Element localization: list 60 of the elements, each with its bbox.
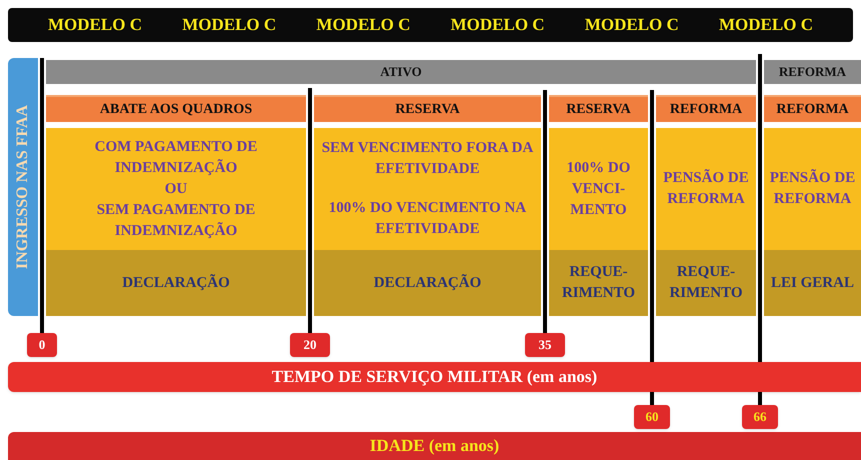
condition-text: 100% DO VENCIMENTO NA EFETIVIDADE <box>328 199 528 239</box>
header-label: RESERVA <box>395 101 460 119</box>
tick-value: 60 <box>646 408 658 426</box>
tick-value: 66 <box>754 408 766 426</box>
condition-cell <box>314 128 541 250</box>
column-header <box>314 95 541 122</box>
banner-label: MODELO C <box>48 14 142 36</box>
procedure-cell <box>314 250 541 316</box>
entry-band <box>8 58 38 316</box>
band-label: REFORMA <box>778 63 846 82</box>
condition-cell <box>549 128 648 250</box>
column-header <box>656 95 756 122</box>
header-label: RESERVA <box>566 101 631 119</box>
banner-label: MODELO C <box>182 14 276 36</box>
tick-badge <box>634 405 670 429</box>
condition-cell <box>656 128 756 250</box>
condition-text: OU <box>164 180 188 198</box>
procedure-text: REQUE- RIMENTO <box>668 263 744 303</box>
banner-label: MODELO C <box>719 14 813 36</box>
procedure-text: LEI GERAL <box>771 274 854 292</box>
column-header <box>46 95 306 122</box>
banner-label: MODELO C <box>450 14 545 36</box>
title-banner <box>8 8 853 42</box>
tick-value: 0 <box>38 336 46 354</box>
header-label: REFORMA <box>776 101 849 119</box>
column-header <box>549 95 648 122</box>
tick-value: 20 <box>304 336 316 354</box>
condition-text: 100% DO VENCI- MENTO <box>566 158 632 220</box>
axis-label: TEMPO DE SERVIÇO MILITAR (em anos) <box>272 366 598 388</box>
procedure-text: DECLARAÇÃO <box>122 273 230 292</box>
header-label: REFORMA <box>670 101 742 119</box>
header-label: ABATE AOS QUADROS <box>100 101 252 119</box>
procedure-cell <box>656 250 756 316</box>
phase-band <box>764 60 861 84</box>
condition-cell <box>46 128 306 250</box>
condition-text: SEM PAGAMENTO DE INDEMNIZAÇÃO <box>96 200 256 240</box>
tick-badge <box>27 333 57 357</box>
condition-text: PENSÃO DE REFORMA <box>662 168 750 209</box>
band-label: ATIVO <box>380 63 422 82</box>
condition-cell <box>764 128 861 250</box>
timeline-bar <box>8 362 861 392</box>
tick-badge <box>290 333 330 357</box>
condition-text: SEM VENCIMENTO FORA DA EFETIVIDADE <box>320 139 534 179</box>
procedure-text: REQUE- RIMENTO <box>560 263 636 303</box>
tick-value: 35 <box>538 336 552 354</box>
procedure-cell <box>46 250 306 316</box>
tick-badge <box>525 333 565 357</box>
band-label: INGRESSO NAS FFAA <box>13 104 32 270</box>
column-header <box>764 95 861 122</box>
tick-badge <box>742 405 778 429</box>
procedure-cell <box>549 250 648 316</box>
banner-label: MODELO C <box>316 14 410 36</box>
procedure-cell <box>764 250 861 316</box>
phase-band <box>46 60 756 84</box>
timeline-bar <box>8 432 861 460</box>
banner-label: MODELO C <box>584 14 679 36</box>
condition-text: COM PAGAMENTO DE INDEMNIZAÇÃO <box>94 138 258 178</box>
axis-label: IDADE (em anos) <box>370 435 500 458</box>
procedure-text: DECLARAÇÃO <box>374 273 482 292</box>
condition-text: PENSÃO DE REFORMA <box>768 168 856 209</box>
